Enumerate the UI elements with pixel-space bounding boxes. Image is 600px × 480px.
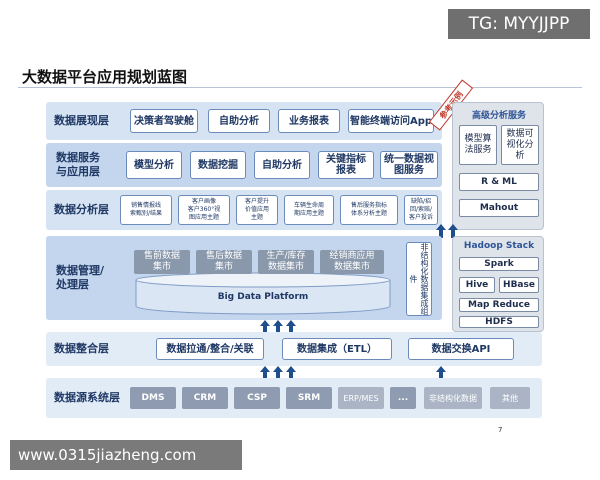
hdfs-box: HDFS xyxy=(459,316,539,328)
title-divider xyxy=(18,87,582,88)
mart-presales: 售前数据 集市 xyxy=(134,250,190,274)
source-srm: SRM xyxy=(286,387,332,409)
watermark-bottom: www.0315jiazheng.com xyxy=(10,440,242,470)
watermark-top: TG: MYYJJPP xyxy=(448,9,590,39)
source-other: 其他 xyxy=(490,387,530,409)
arrow-up-integ-1 xyxy=(260,366,270,380)
box-data-integration-merge: 数据拉通/整合/关联 xyxy=(156,338,264,360)
arrow-up-integ-2 xyxy=(273,366,283,380)
box-customer-value: 客户提升 价值应用 主题 xyxy=(236,195,278,225)
advanced-analytics-panel: 高级分析服务 模型算 法服务 数据可 视化分 析 R & ML Mahout xyxy=(452,102,544,230)
layer-management-name-1: 数据管理/ xyxy=(56,264,105,277)
mart-aftersales: 售后数据 集市 xyxy=(196,250,252,274)
box-unified-view-service: 统一数据视 图服务 xyxy=(380,151,438,179)
layer-source: 数据源系统层 DMS CRM CSP SRM ERP/MES ... 非结构化数… xyxy=(46,378,542,418)
box-customer-360: 客户画像 客户360°视 图应用主题 xyxy=(178,195,230,225)
box-decision-cockpit: 决策者驾驶舱 xyxy=(130,109,198,133)
hadoop-stack-panel: Hadoop Stack Spark Hive HBase Map Reduce… xyxy=(452,236,544,332)
source-unstructured: 非结构化数据 xyxy=(424,387,482,409)
layer-service: 数据服务 与应用层 模型分析 数据挖掘 自助分析 关键指标 报表 统一数据视 图… xyxy=(46,143,442,187)
box-kpi-report: 关键指标 报表 xyxy=(318,151,374,179)
model-algorithm-service: 模型算 法服务 xyxy=(459,125,497,165)
page-number: 7 xyxy=(498,426,503,434)
layer-management: 数据管理/ 处理层 Big Data Platform 售前数据 集市 售后数据… xyxy=(46,236,442,320)
arrow-up-analysis-1 xyxy=(436,224,446,238)
hive-box: Hive xyxy=(459,277,495,293)
mahout-box: Mahout xyxy=(459,199,539,217)
arrow-up-mgmt-1 xyxy=(260,320,270,334)
source-erp-mes: ERP/MES xyxy=(338,387,384,409)
spark-box: Spark xyxy=(459,257,539,271)
box-defect-recall: 缺陷/招 回/索赔/ 客户投诉 xyxy=(404,195,438,225)
mart-production-inventory: 生产/库存 数据集市 xyxy=(258,250,314,274)
big-data-platform-label: Big Data Platform xyxy=(217,292,309,302)
layer-integration: 数据整合层 数据拉通/整合/关联 数据集成（ETL） 数据交换API xyxy=(46,332,542,366)
mart-dealer: 经销商应用 数据集市 xyxy=(320,250,384,274)
mapreduce-box: Map Reduce xyxy=(459,298,539,312)
box-self-analysis: 自助分析 xyxy=(208,109,270,133)
r-ml-box: R & ML xyxy=(459,173,539,191)
arrow-up-analysis-2 xyxy=(448,224,458,238)
layer-presentation-name: 数据展现层 xyxy=(54,114,109,127)
unstructured-integration-component: 非结构化数据集成组件 xyxy=(406,242,432,316)
layer-analysis: 数据分析层 销售情报线 索甄别/结果 客户画像 客户360°视 图应用主题 客户… xyxy=(46,190,442,230)
layer-presentation: 数据展现层 决策者驾驶舱 自助分析 业务报表 智能终端访问App xyxy=(46,102,442,140)
source-csp: CSP xyxy=(234,387,280,409)
box-etl: 数据集成（ETL） xyxy=(282,338,392,360)
box-self-service-analysis: 自助分析 xyxy=(254,151,310,179)
layer-analysis-name: 数据分析层 xyxy=(54,203,109,216)
advanced-analytics-title: 高级分析服务 xyxy=(471,111,526,121)
box-model-analysis: 模型分析 xyxy=(126,151,182,179)
layer-management-name-2: 处理层 xyxy=(56,278,89,291)
box-vehicle-lifecycle: 车辆生命周 期应用主题 xyxy=(284,195,334,225)
layer-source-name: 数据源系统层 xyxy=(54,391,120,404)
source-dms: DMS xyxy=(130,387,176,409)
box-after-sales-kpi: 售后服务指标 体系分析主题 xyxy=(340,195,398,225)
data-visualization-analysis: 数据可 视化分 析 xyxy=(501,125,539,165)
hbase-box: HBase xyxy=(499,277,539,293)
hadoop-stack-title: Hadoop Stack xyxy=(463,241,535,251)
arrow-up-integ-4 xyxy=(436,366,446,380)
layer-service-name-1: 数据服务 xyxy=(56,151,100,164)
page-title: 大数据平台应用规划蓝图 xyxy=(22,68,188,86)
box-data-exchange-api: 数据交换API xyxy=(408,338,514,360)
arrow-up-integ-3 xyxy=(286,366,296,380)
arrow-up-mgmt-2 xyxy=(273,320,283,334)
box-business-report: 业务报表 xyxy=(278,109,340,133)
source-crm: CRM xyxy=(182,387,228,409)
big-data-cylinder xyxy=(135,272,391,315)
layer-integration-name: 数据整合层 xyxy=(54,342,109,355)
layer-service-name-2: 与应用层 xyxy=(56,165,100,178)
source-more: ... xyxy=(390,387,416,409)
box-data-mining: 数据挖掘 xyxy=(190,151,246,179)
box-smart-terminal-app: 智能终端访问App xyxy=(348,109,434,133)
arrow-up-mgmt-3 xyxy=(286,320,296,334)
box-sales-leads: 销售情报线 索甄别/结果 xyxy=(120,195,172,225)
